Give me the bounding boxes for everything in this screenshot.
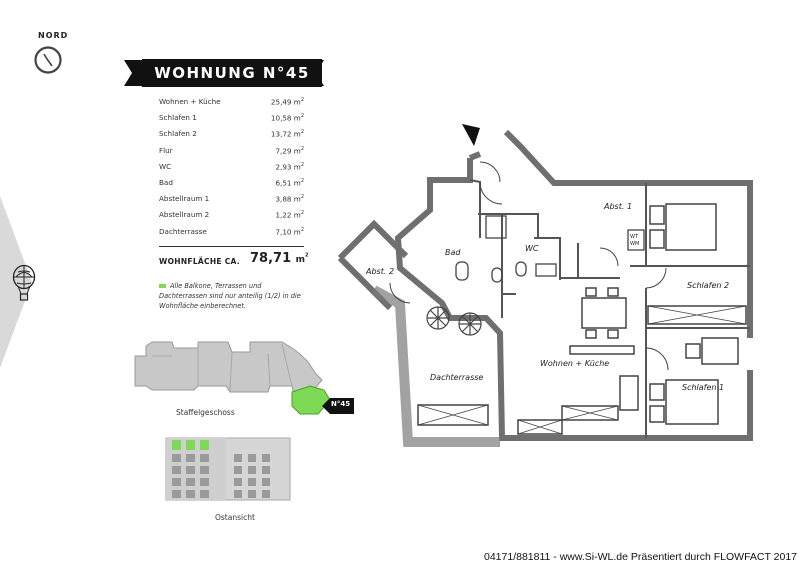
site-plan-badge: N°45 [331, 400, 351, 408]
green-marker-icon [159, 284, 166, 288]
label-schlafen-2: Schlafen 2 [687, 281, 729, 290]
room-area: 10,58 m2 [270, 113, 304, 123]
room-unit: m [293, 162, 301, 172]
room-row: Abstellraum 2 1,22 m2 [159, 210, 304, 226]
room-name: WC [159, 161, 172, 171]
note-text: Alle Balkone, Terrassen und Dachterrasse… [159, 282, 301, 310]
label-wt: WT [630, 234, 639, 240]
room-unit: m [293, 178, 301, 188]
room-area-value: 25,49 [270, 97, 292, 107]
room-area: 3,88 m2 [275, 194, 304, 204]
compass-icon [34, 46, 62, 74]
label-bad: Bad [445, 248, 461, 257]
north-label: NORD [38, 31, 69, 40]
room-row: Schlafen 2 13,72 m2 [159, 129, 304, 145]
total-label: WOHNFLÄCHE CA. [159, 257, 240, 266]
side-arrow-decoration [0, 196, 32, 368]
room-name: Schlafen 2 [159, 129, 197, 139]
floor-plan: Abst. 1 Abst. 2 Bad WC WT WM Schlafen 2 … [337, 124, 753, 447]
room-row: Flur 7,29 m2 [159, 146, 304, 162]
balloon-icon [12, 264, 36, 301]
room-area-value: 7,29 [275, 145, 292, 155]
room-name: Bad [159, 177, 173, 187]
room-name: Dachterrasse [159, 226, 207, 236]
total-unit: m [295, 255, 306, 265]
room-area: 25,49 m2 [270, 97, 304, 107]
entrance-arrow-icon [462, 124, 480, 146]
room-area-value: 7,10 [275, 226, 292, 236]
room-unit: m [293, 97, 301, 107]
label-abst-1: Abst. 1 [603, 202, 632, 211]
room-area-value: 10,58 [270, 113, 292, 123]
room-area-value: 6,51 [275, 178, 292, 188]
room-name: Schlafen 1 [159, 113, 197, 123]
room-table: Wohnen + Küche 25,49 m2 Schlafen 1 10,58 m… [159, 97, 304, 243]
room-area-value: 1,22 [275, 210, 292, 220]
label-schlafen-1: Schlafen 1 [682, 383, 724, 392]
room-area: 13,72 m2 [270, 129, 304, 139]
room-area: 6,51 m2 [275, 177, 304, 188]
room-name: Abstellraum 2 [159, 210, 210, 220]
elevation-caption: Ostansicht [215, 513, 255, 522]
note: Alle Balkone, Terrassen und Dachterrasse… [159, 281, 307, 311]
room-row: Schlafen 1 10,58 m2 [159, 113, 304, 129]
label-wohnen-kueche: Wohnen + Küche [540, 359, 609, 368]
label-abst-2: Abst. 2 [365, 267, 394, 276]
footer-text: 04171/881811 - www.Si-WL.de Präsentiert … [484, 551, 798, 563]
room-unit: m [293, 194, 301, 204]
label-dachterrasse: Dachterrasse [430, 373, 483, 382]
room-row: Wohnen + Küche 25,49 m2 [159, 97, 304, 113]
room-area-value: 3,88 [275, 194, 292, 204]
total-value: 78,71 m2 [250, 251, 309, 266]
label-wm: WM [630, 241, 639, 247]
room-unit: m [293, 210, 301, 220]
room-unit: m [293, 145, 301, 155]
room-area: 1,22 m2 [275, 210, 304, 220]
total-number: 78,71 [250, 251, 292, 266]
room-unit: m [293, 113, 301, 123]
room-area: 7,10 m2 [275, 226, 304, 236]
elevation-graphic [165, 437, 291, 501]
room-area: 7,29 m2 [275, 145, 304, 155]
site-plan-caption: Staffelgeschoss [176, 408, 235, 417]
room-row: Abstellraum 1 3,88 m2 [159, 194, 304, 210]
room-area: 2,93 m2 [275, 161, 304, 172]
room-row: Bad 6,51 m2 [159, 178, 304, 194]
room-row: WC 2,93 m2 [159, 162, 304, 178]
site-plan-graphic [134, 341, 354, 415]
page-title: WOHNUNG N°45 [142, 59, 322, 87]
label-wc: WC [525, 244, 539, 253]
room-unit: m [293, 129, 301, 139]
room-name: Wohnen + Küche [159, 97, 221, 106]
room-area-value: 2,93 [275, 162, 292, 172]
room-row: Dachterrasse 7,10 m2 [159, 227, 304, 243]
room-unit: m [293, 226, 301, 236]
room-name: Flur [159, 145, 173, 155]
room-area-value: 13,72 [270, 129, 292, 139]
room-name: Abstellraum 1 [159, 194, 210, 204]
total-divider [159, 246, 304, 247]
